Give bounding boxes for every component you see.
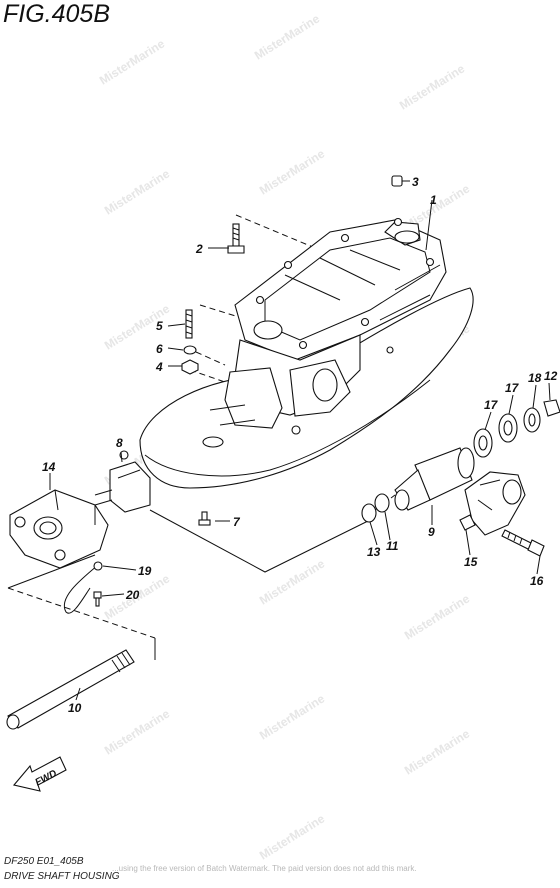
bolt-16 — [501, 529, 545, 557]
washer-11 — [374, 493, 390, 513]
ground-wire-19 — [63, 561, 103, 614]
callout-6: 6 — [156, 342, 163, 356]
callout-13: 13 — [367, 545, 381, 559]
figure-title: FIG.405B — [3, 0, 110, 28]
callout-16: 16 — [530, 574, 544, 588]
bolt-2 — [227, 223, 245, 254]
callout-19: 19 — [138, 564, 152, 578]
nut-12 — [543, 399, 560, 417]
section-name: DRIVE SHAFT HOUSING — [4, 871, 120, 882]
washer-13 — [361, 503, 377, 523]
callout-9: 9 — [428, 525, 435, 539]
leader-line — [7, 554, 96, 589]
reference-line — [7, 587, 156, 639]
bushing-9 — [394, 447, 475, 511]
model-code: DF250 E01_405B — [4, 856, 84, 867]
callout-14: 14 — [42, 460, 56, 474]
dowel-pin-3 — [391, 175, 403, 187]
callout-12: 12 — [544, 369, 558, 383]
callout-1: 1 — [430, 193, 437, 207]
callout-4: 4 — [155, 360, 163, 374]
reference-line — [235, 214, 321, 251]
stud-bolt-5 — [185, 309, 193, 339]
grommet-8 — [94, 450, 151, 513]
callout-20: 20 — [125, 588, 140, 602]
fwd-arrow-icon: FWD — [12, 756, 67, 792]
callout-10: 10 — [68, 701, 82, 715]
screw-7 — [198, 511, 211, 526]
washer-17b-hole — [503, 420, 513, 436]
screw-20 — [93, 591, 102, 607]
washer-17-hole — [478, 435, 488, 451]
stud-10 — [6, 649, 135, 730]
callout-18: 18 — [528, 371, 542, 385]
mount-bracket-15 — [459, 471, 526, 536]
callout-3: 3 — [412, 175, 419, 189]
nut-4 — [181, 359, 199, 375]
leader-line — [149, 509, 371, 573]
callout-15: 15 — [464, 555, 478, 569]
drive-shaft-housing — [139, 217, 474, 489]
bracket-14 — [9, 489, 109, 569]
callout-11: 11 — [386, 539, 399, 553]
callout-17b: 17 — [505, 381, 520, 395]
callout-2: 2 — [195, 242, 203, 256]
callout-leaders — [49, 180, 551, 701]
reference-line — [189, 369, 226, 383]
washer-18-hole — [528, 413, 536, 427]
callout-17: 17 — [484, 398, 499, 412]
callout-5: 5 — [156, 319, 163, 333]
callout-8: 8 — [116, 436, 123, 450]
callout-7: 7 — [233, 515, 241, 529]
washer-6 — [183, 345, 197, 355]
watermark-notice: ...using the free version of Batch Water… — [112, 864, 417, 873]
reference-line — [195, 351, 226, 366]
